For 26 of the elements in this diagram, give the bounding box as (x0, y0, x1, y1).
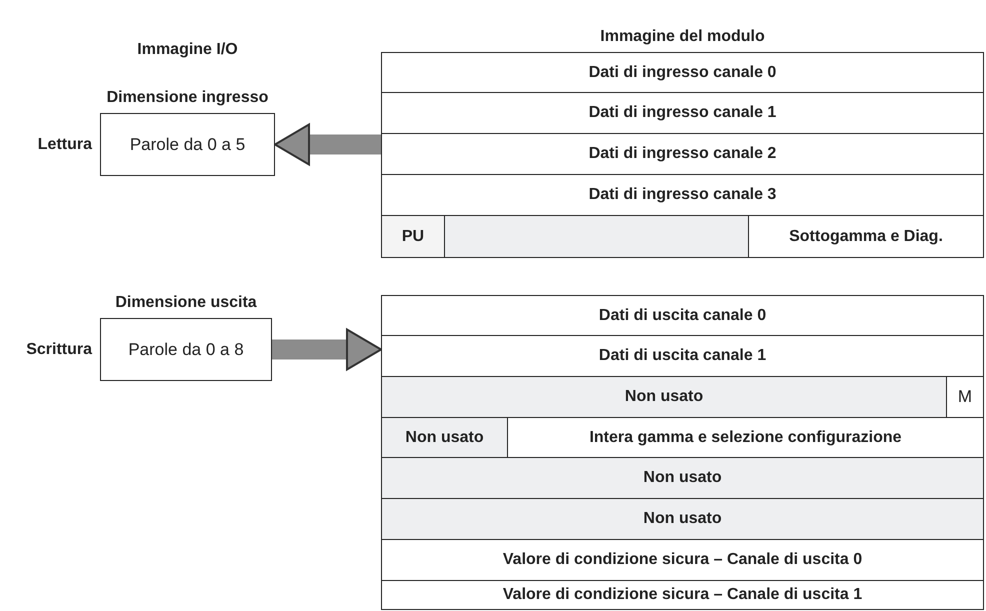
diagram-heading: Immagine I/O (136, 40, 239, 60)
memory-row: Valore di condizione sicura – Canale di uscita 0 (381, 539, 984, 581)
memory-row: Dati di ingresso canale 1 (381, 92, 984, 134)
word-range-box: Parole da 0 a 8 (100, 318, 272, 381)
word-range-box: Parole da 0 a 5 (100, 113, 275, 176)
memory-row: Dati di uscita canale 0 (381, 295, 984, 336)
bit-field: Sottogamma e Diag. (748, 215, 984, 258)
blank-field (444, 215, 749, 258)
memory-row: Dati di ingresso canale 2 (381, 133, 984, 175)
bit-field: Non usato (381, 376, 947, 418)
section-heading: Dimensione uscita (114, 293, 258, 313)
memory-row: Valore di condizione sicura – Canale di uscita 1 (381, 580, 984, 610)
section-heading: Dimensione ingresso (106, 88, 270, 108)
access-label: Lettura (36, 134, 92, 154)
memory-row: Non usato (381, 498, 984, 540)
bit-field: Non usato (381, 417, 508, 458)
memory-row: Dati di ingresso canale 3 (381, 174, 984, 216)
memory-row: Non usato (381, 457, 984, 499)
access-label: Scrittura (25, 340, 92, 360)
block-arrow (272, 328, 382, 370)
memory-map-table (381, 295, 984, 609)
table-heading: Immagine del modulo (599, 27, 766, 47)
block-arrow (274, 124, 381, 166)
memory-row: Dati di ingresso canale 0 (381, 52, 984, 93)
bit-field: PU (381, 215, 445, 258)
memory-row: Dati di uscita canale 1 (381, 335, 984, 377)
